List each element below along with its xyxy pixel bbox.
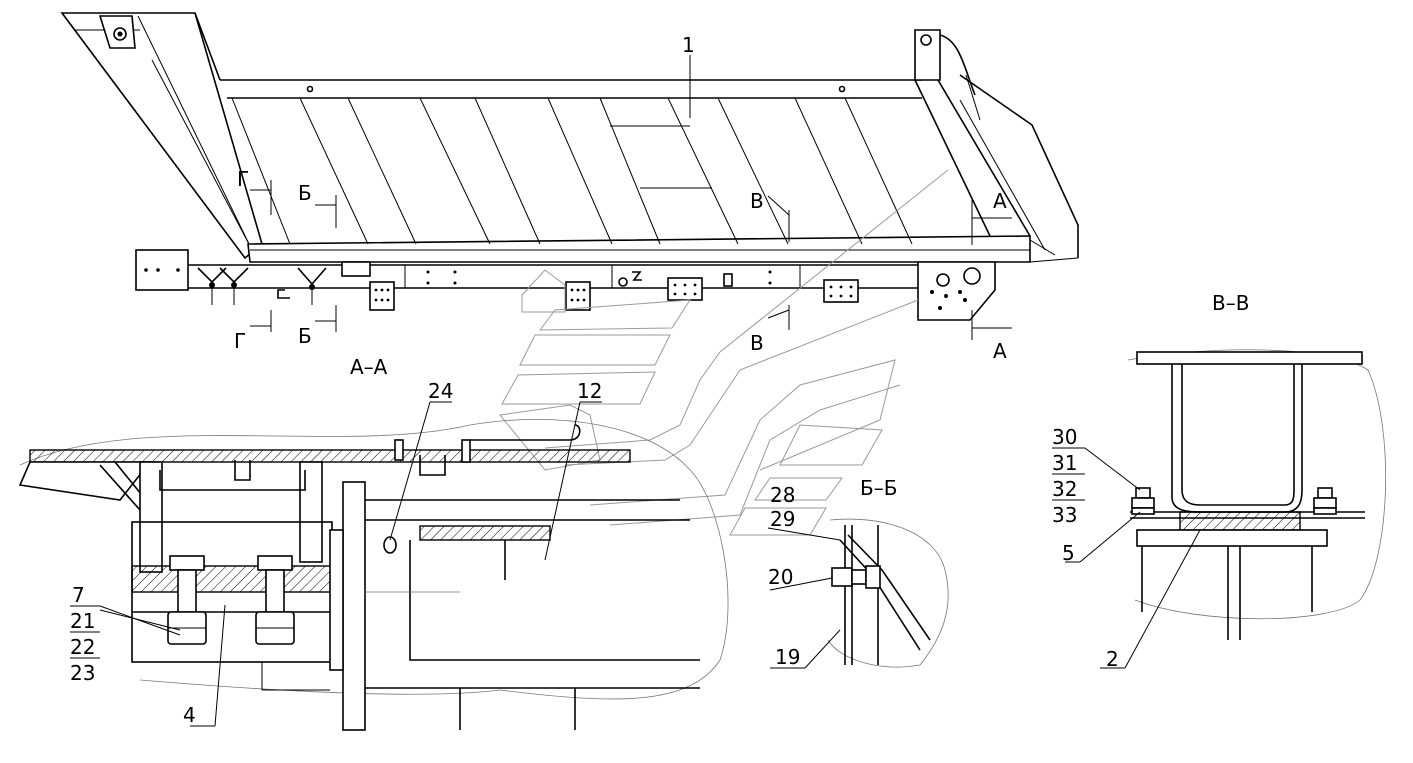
section-mark-b-top: Б [298,181,312,205]
view-title-aa: А–А [350,355,388,379]
callout-29: 29 [770,507,795,531]
section-mark-g-bottom: Г [234,329,246,353]
front-hinge-pin [113,27,127,41]
callout-28: 28 [770,483,795,507]
section-mark-a-bottom: А [993,339,1007,363]
callout-24: 24 [428,379,453,403]
floor-rail [247,235,1031,263]
front-hooks [197,267,327,305]
callout-32: 32 [1052,477,1077,501]
detail-vv [1127,349,1387,640]
front-bracket [135,249,189,291]
callout-21: 21 [70,609,95,633]
callout-22: 22 [70,635,95,659]
callout-30: 30 [1052,425,1077,449]
callout-leaders [70,55,1201,727]
callout-7: 7 [72,583,85,607]
vv-spacer-plate [1179,511,1301,531]
dump-body [60,12,1079,263]
callout-33: 33 [1052,503,1077,527]
callout-31: 31 [1052,451,1077,475]
detail-aa [18,418,729,731]
mounting-plates [369,277,859,311]
callout-12: 12 [577,379,602,403]
view-title-vv: В–В [1212,291,1249,315]
callout-19: 19 [775,645,800,669]
callout-2: 2 [1106,647,1119,671]
labels: Г Г Б Б В В А А А–А Б–Б В–В 1 12 24 7 21… [70,33,1249,727]
callout-20: 20 [768,565,793,589]
section-mark-g-top: Г [237,167,249,191]
front-hinge [98,15,136,49]
view-title-bb: Б–Б [860,476,897,500]
chassis-frame [135,249,996,321]
section-mark-v-bottom: В [750,331,764,355]
front-board [60,12,263,260]
callout-4: 4 [183,703,196,727]
hydraulic-box [341,261,371,277]
rear-bracket [917,261,996,321]
side-ribs [231,97,913,245]
callout-1: 1 [682,33,695,57]
view-leaders [499,169,949,536]
detail-bb [827,518,949,668]
callout-5: 5 [1062,541,1075,565]
section-marks [250,180,1012,340]
aa-top-plate [29,449,631,463]
section-mark-b-bottom: Б [298,324,312,348]
aa-washer-plate [131,565,348,593]
aa-bolts [167,555,295,645]
rear-hinge [914,29,941,81]
vv-bolts [1131,487,1337,515]
section-mark-a-top: А [993,189,1007,213]
callout-23: 23 [70,661,95,685]
section-mark-v-top: В [750,189,764,213]
